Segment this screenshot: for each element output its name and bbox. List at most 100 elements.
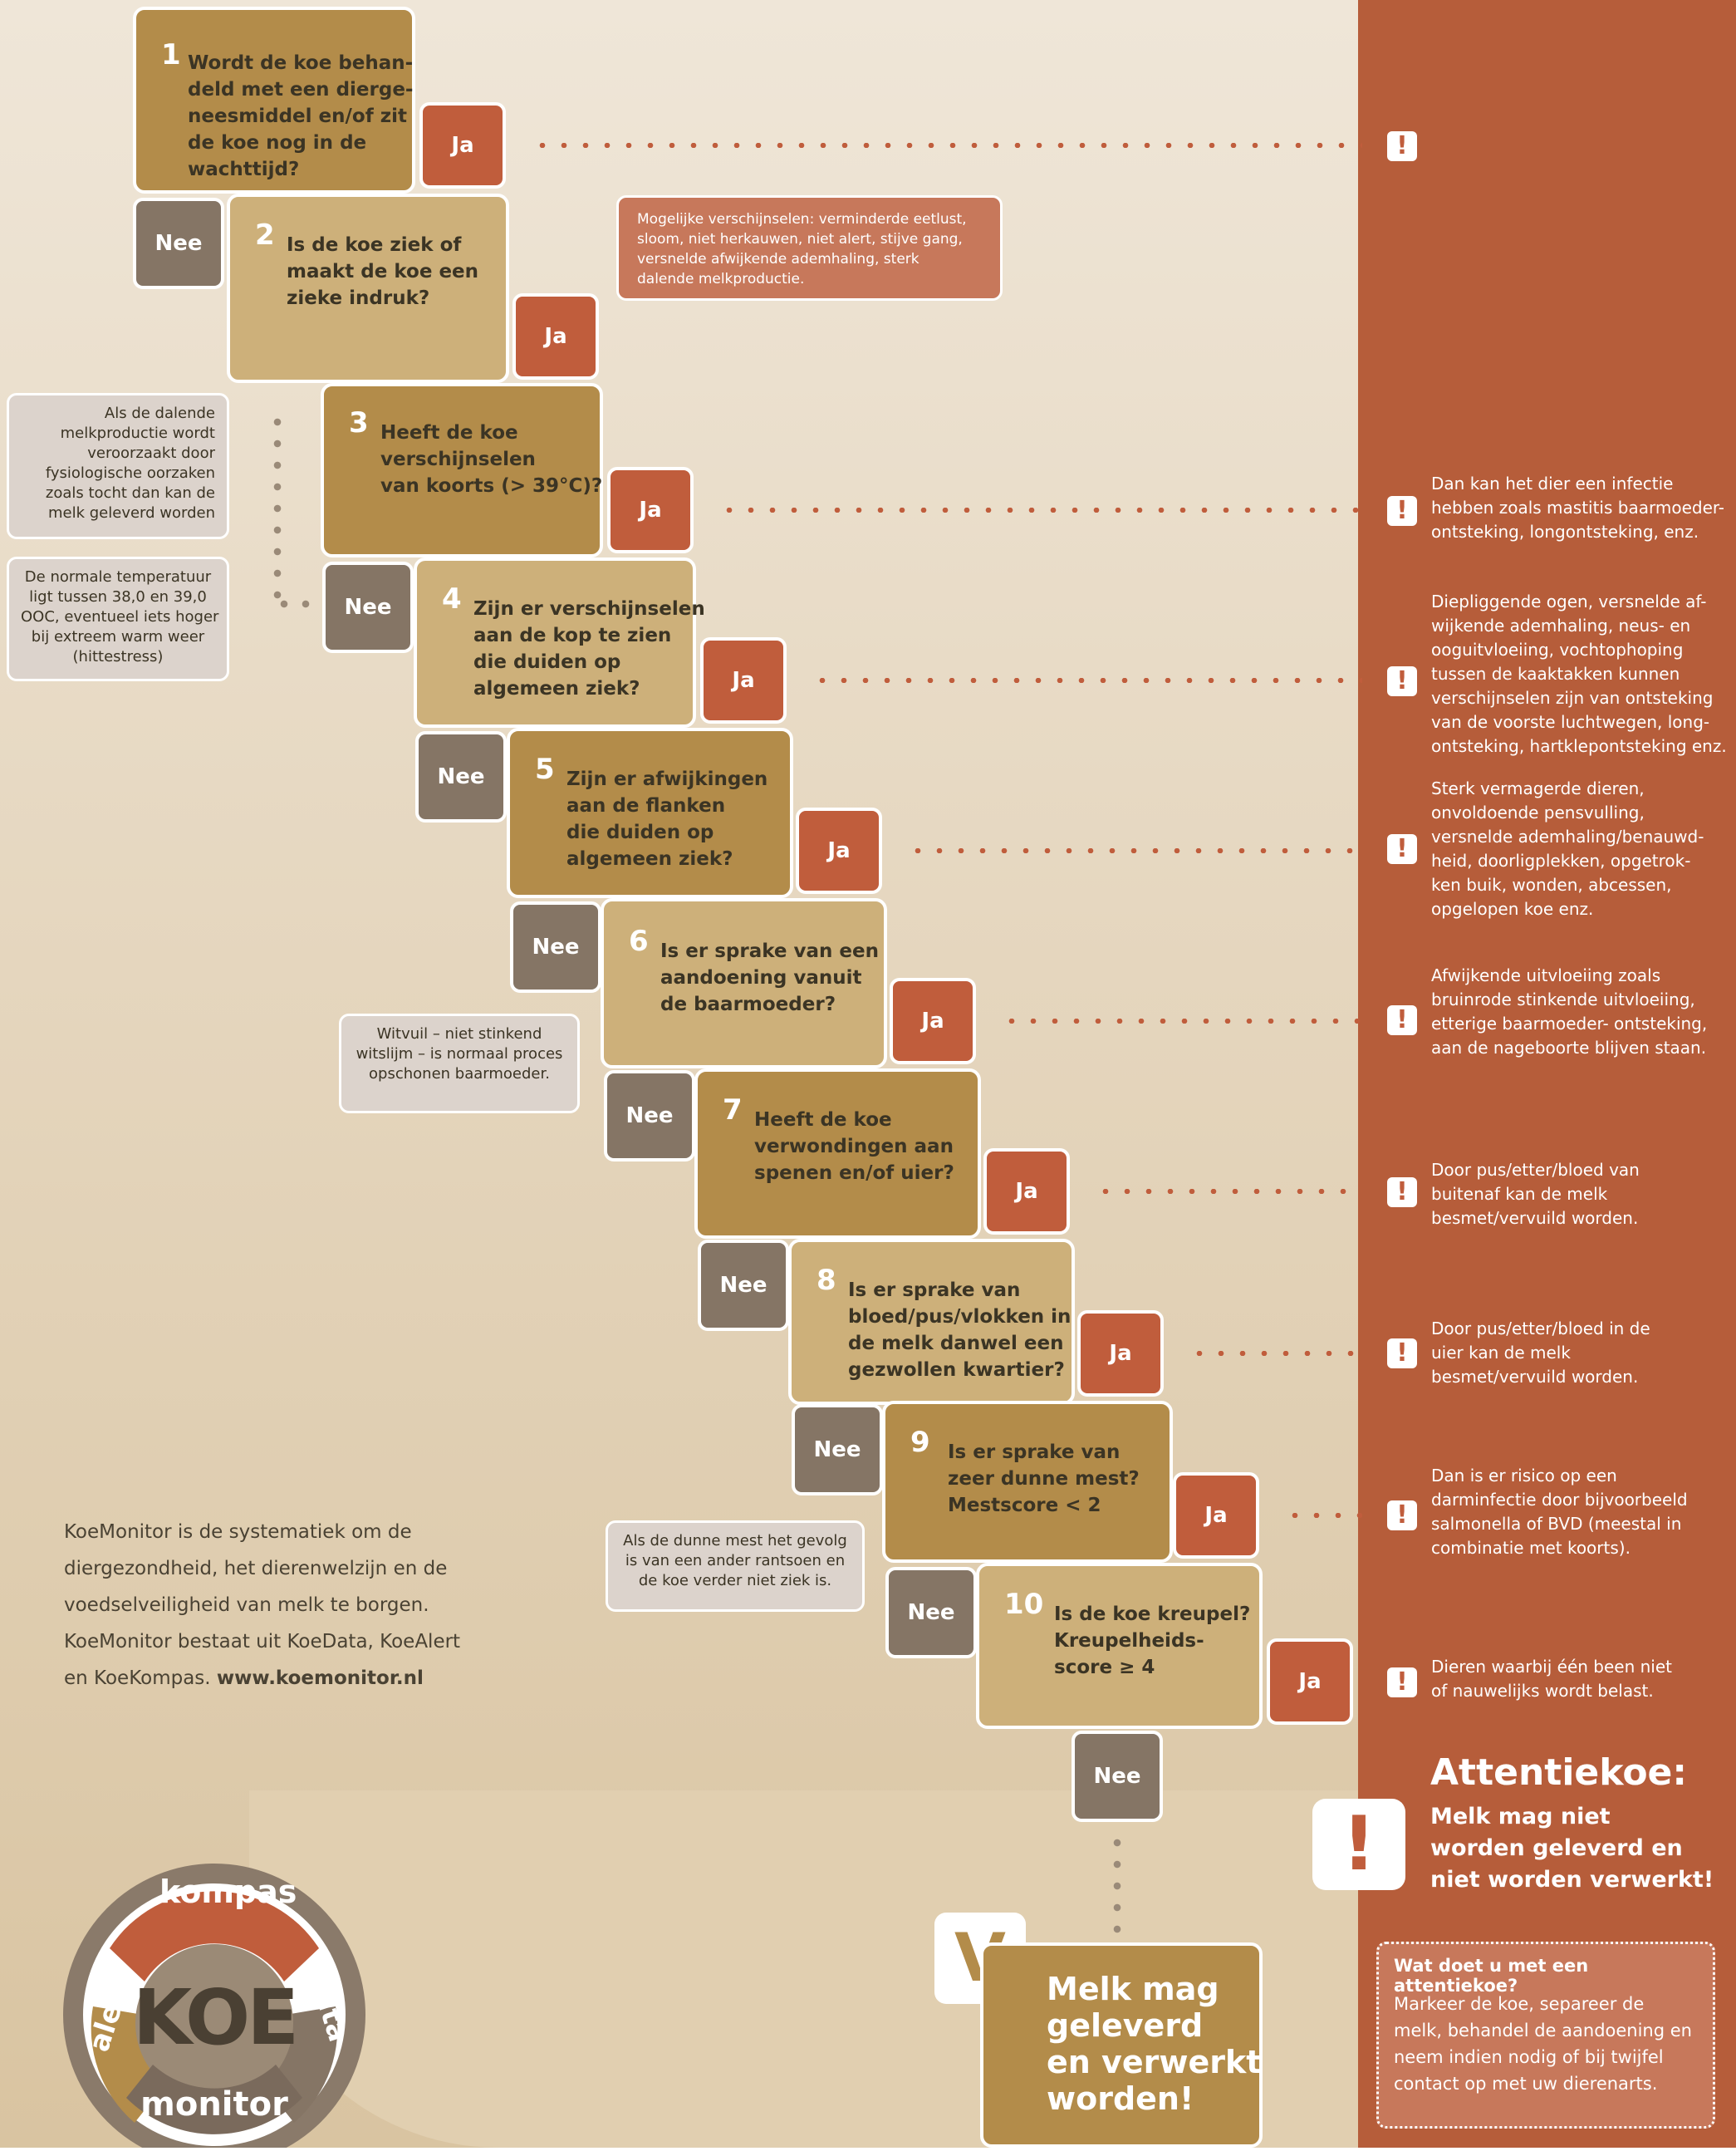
question-box-6: 6 Is er sprake van een aandoening vanuit… xyxy=(601,898,887,1068)
milk-drop-note: Als de dalende melkproductie wordt veroo… xyxy=(7,393,229,539)
exclamation-icon: ! xyxy=(1387,496,1417,526)
nee-button-8[interactable]: Nee xyxy=(792,1404,883,1495)
question-text: Is er sprake van zeer dunne mest? Mestsc… xyxy=(948,1441,1140,1516)
wat-doet-text: Markeer de koe, separeer de melk, behand… xyxy=(1394,1994,1692,2094)
arrow-dots xyxy=(718,508,1362,513)
exclamation-icon: ! xyxy=(1387,834,1417,864)
connector-line xyxy=(1113,1832,1121,1940)
question-box-1: 1 Wordt de koe behan- deld met een dierg… xyxy=(133,7,415,194)
exclamation-icon: ! xyxy=(1387,1177,1417,1207)
question-box-2: 2 Is de koe ziek of maakt de koe een zie… xyxy=(227,194,509,383)
nee-button-5[interactable]: Nee xyxy=(510,901,601,993)
attentiekoe-text: Melk mag niet worden geleverd en niet wo… xyxy=(1430,1804,1714,1893)
logo-word-center: KOE xyxy=(132,1973,299,2062)
question-number: 8 xyxy=(817,1264,836,1297)
logo-graphic xyxy=(63,1864,365,2151)
result-box: Melk mag geleverd en verwerkt worden! xyxy=(980,1942,1263,2148)
nee-button-1[interactable]: Nee xyxy=(133,198,224,289)
ja-button-4[interactable]: Ja xyxy=(700,637,787,724)
intro-link[interactable]: www.koemonitor.nl xyxy=(216,1667,424,1689)
ja-button-3[interactable]: Ja xyxy=(607,467,694,553)
panel-text-4: Diepliggende ogen, versnelde af- wijkend… xyxy=(1431,592,1727,756)
arrow-dots xyxy=(812,678,1362,683)
panel-text-10: Dieren waarbij één been niet of nauwelij… xyxy=(1431,1657,1672,1701)
connector-line xyxy=(273,600,323,608)
question-number: 9 xyxy=(910,1426,930,1459)
dunne-mest-note: Als de dunne mest het gevolg is van een … xyxy=(606,1520,865,1612)
question-box-9: 9 Is er sprake van zeer dunne mest? Mest… xyxy=(882,1401,1173,1563)
panel-text-6: Afwijkende uitvloeiing zoals bruinrode s… xyxy=(1431,965,1708,1058)
arrow-dots xyxy=(1189,1351,1362,1356)
question-number: 2 xyxy=(255,219,275,252)
arrow-dots xyxy=(907,848,1362,853)
panel-text-3: Dan kan het dier een infectie hebben zoa… xyxy=(1431,474,1725,542)
question-number: 7 xyxy=(723,1093,743,1127)
arrow-dots xyxy=(1284,1513,1362,1518)
exclamation-icon: ! xyxy=(1387,1500,1417,1530)
question-number: 1 xyxy=(161,38,181,71)
symptoms-note: Mogelijke verschijnselen: verminderde ee… xyxy=(616,195,1003,301)
question-box-8: 8 Is er sprake van bloed/pus/vlokken in … xyxy=(788,1239,1075,1405)
question-text: Is de koe ziek of maakt de koe een zieke… xyxy=(287,234,479,309)
panel-text-8: Door pus/etter/bloed in de uier kan de m… xyxy=(1431,1319,1650,1387)
exclamation-icon: ! xyxy=(1387,1338,1417,1368)
ja-button-1[interactable]: Ja xyxy=(419,102,506,189)
exclamation-icon: ! xyxy=(1387,1667,1417,1697)
intro-body: KoeMonitor is de systematiek om de dierg… xyxy=(64,1521,461,1689)
nee-button-6[interactable]: Nee xyxy=(604,1070,695,1161)
nee-button-10[interactable]: Nee xyxy=(1072,1731,1163,1822)
ja-button-6[interactable]: Ja xyxy=(890,978,976,1064)
question-box-3: 3 Heeft de koe verschijnselen van koorts… xyxy=(321,383,603,557)
question-text: Is de koe kreupel? Kreupelheids- score ≥… xyxy=(1054,1603,1251,1678)
koemonitor-logo: kompas alert data KOE monitor xyxy=(60,1849,369,2151)
wat-doet-box: Wat doet u met een attentiekoe? Markeer … xyxy=(1376,1942,1715,2129)
witvuil-note: Witvuil – niet stinkend witslijm – is no… xyxy=(339,1014,580,1113)
exclamation-icon: ! xyxy=(1387,131,1417,161)
ja-button-8[interactable]: Ja xyxy=(1077,1310,1164,1397)
attentiekoe-title: Attentiekoe: xyxy=(1430,1751,1687,1794)
question-box-10: 10 Is de koe kreupel? Kreupelheids- scor… xyxy=(976,1563,1263,1729)
question-number: 4 xyxy=(442,582,462,616)
question-number: 5 xyxy=(535,753,555,786)
arrow-dots xyxy=(532,143,1362,148)
nee-button-3[interactable]: Nee xyxy=(322,562,414,653)
panel-text-5: Sterk vermagerde dieren, onvoldoende pen… xyxy=(1431,778,1704,919)
question-text: Heeft de koe verwondingen aan spenen en/… xyxy=(754,1109,954,1184)
ja-button-10[interactable]: Ja xyxy=(1267,1638,1353,1725)
arrow-dots xyxy=(1095,1189,1362,1194)
panel-text-9: Dan is er risico op een darminfectie doo… xyxy=(1431,1466,1688,1558)
question-text: Is er sprake van een aandoening vanuit d… xyxy=(660,940,879,1015)
question-text: Wordt de koe behan- deld met een dierge-… xyxy=(188,52,414,180)
question-box-5: 5 Zijn er afwijkingen aan de flanken die… xyxy=(507,728,793,898)
ja-button-7[interactable]: Ja xyxy=(983,1148,1070,1235)
exclamation-icon: ! xyxy=(1341,1800,1376,1888)
arrow-dots xyxy=(1001,1019,1362,1024)
attention-panel xyxy=(1358,0,1736,2148)
connector-line xyxy=(273,411,282,602)
ja-button-9[interactable]: Ja xyxy=(1173,1472,1259,1559)
wat-doet-title: Wat doet u met een attentiekoe? xyxy=(1394,1956,1589,1996)
question-box-4: 4 Zijn er verschijnselen aan de kop te z… xyxy=(414,557,705,728)
question-text: Zijn er afwijkingen aan de flanken die d… xyxy=(566,769,768,870)
attention-icon: ! xyxy=(1312,1799,1405,1890)
question-number: 3 xyxy=(349,406,369,440)
question-text: Zijn er verschijnselen aan de kop te zie… xyxy=(473,598,705,700)
panel-text-7: Door pus/etter/bloed van buitenaf kan de… xyxy=(1431,1160,1640,1228)
logo-word-bottom: monitor xyxy=(140,2085,288,2124)
intro-text: KoeMonitor is de systematiek om de dierg… xyxy=(64,1514,496,1697)
nee-button-4[interactable]: Nee xyxy=(415,731,507,823)
question-number: 10 xyxy=(1004,1588,1044,1621)
ja-button-2[interactable]: Ja xyxy=(512,293,599,380)
ja-button-5[interactable]: Ja xyxy=(796,808,882,894)
exclamation-icon: ! xyxy=(1387,1005,1417,1035)
nee-button-7[interactable]: Nee xyxy=(698,1240,789,1331)
temperature-note: De normale temperatuur ligt tussen 38,0 … xyxy=(7,557,229,681)
question-text: Heeft de koe verschijnselen van koorts (… xyxy=(380,422,603,497)
question-text: Is er sprake van bloed/pus/vlokken in de… xyxy=(848,1279,1072,1381)
question-number: 6 xyxy=(629,925,649,958)
logo-word-top: kompas xyxy=(159,1874,297,1910)
question-box-7: 7 Heeft de koe verwondingen aan spenen e… xyxy=(694,1068,981,1239)
nee-button-9[interactable]: Nee xyxy=(885,1567,977,1658)
exclamation-icon: ! xyxy=(1387,666,1417,696)
result-text: Melk mag geleverd en verwerkt worden! xyxy=(1047,1971,1262,2117)
